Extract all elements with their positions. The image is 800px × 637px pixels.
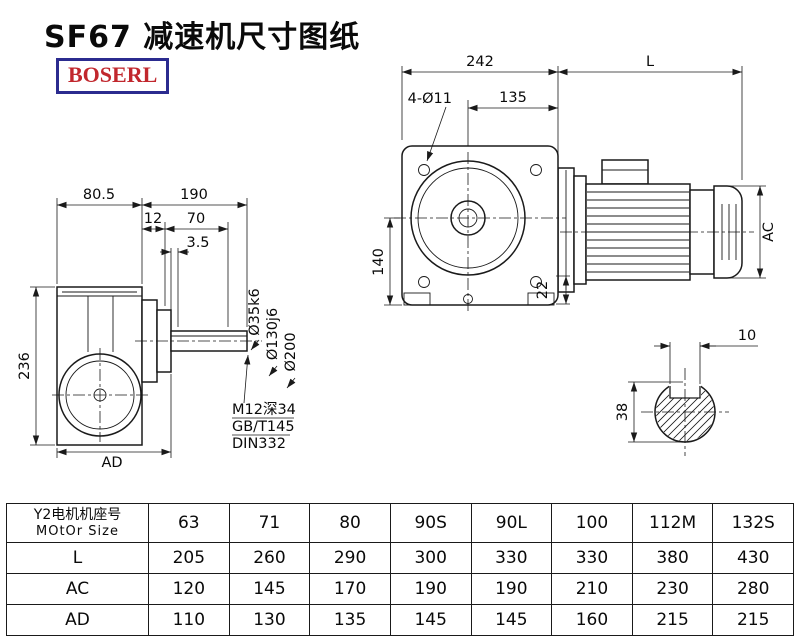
- table-cell: 145: [389, 604, 472, 636]
- motor-fins: [587, 191, 689, 273]
- holes-leader: [426, 106, 447, 162]
- table-cell: 130: [228, 604, 311, 636]
- table-row: AD 110 130 135 145 145 160 215 215: [6, 604, 794, 636]
- table-cell: 215: [712, 604, 794, 636]
- table-cell: 330: [551, 542, 633, 574]
- row-label-cell: AC: [6, 573, 149, 605]
- table-cell: 100: [551, 503, 633, 543]
- table-cell: 230: [631, 573, 714, 605]
- table-header-cell: Y2电机机座号 MOtOr Size: [6, 503, 149, 543]
- left-foot: [403, 292, 431, 306]
- table-cell: 145: [228, 573, 311, 605]
- flange-diameter-label: Ø200: [283, 332, 299, 371]
- dim-3_5-label: 3.5: [186, 235, 209, 251]
- table-cell: 170: [309, 573, 391, 605]
- corner-bolt-holes: [418, 164, 542, 288]
- page-title: SF67 减速机尺寸图纸: [44, 20, 361, 55]
- motor-size-header-en: MOtOr Size: [36, 523, 119, 539]
- table-cell: 380: [631, 542, 714, 574]
- table-cell: 215: [631, 604, 714, 636]
- table-cell: 110: [148, 604, 230, 636]
- table-cell: 63: [148, 503, 230, 543]
- top-extension-lines: [401, 66, 743, 180]
- right-foot: [527, 292, 555, 306]
- dim-70-label: 70: [187, 211, 205, 227]
- dim-L-label: L: [646, 54, 654, 70]
- section-hatching: [656, 383, 714, 441]
- notes-leader: [243, 354, 251, 404]
- table-cell: 205: [148, 542, 230, 574]
- note-tap-label: M12深34: [232, 401, 296, 418]
- table-cell: 145: [470, 604, 553, 636]
- dim-190-label: 190: [180, 187, 208, 203]
- holes-label: 4-Ø11: [408, 91, 452, 107]
- ext-236: [30, 286, 55, 446]
- dim-AD-label: AD: [101, 455, 122, 471]
- table-cell: 135: [309, 604, 391, 636]
- table-cell: 260: [228, 542, 311, 574]
- table-row: AC 120 145 170 190 190 210 230 280: [6, 573, 794, 605]
- spigot-diameter-label: Ø130j6: [265, 308, 281, 360]
- table-cell: 160: [551, 604, 633, 636]
- spigot-diameter-leader: [268, 365, 278, 377]
- motor-size-table: Y2电机机座号 MOtOr Size 63 71 80 90S 90L 100 …: [6, 503, 794, 636]
- side-dimensions: 80.5 190 12 70 3.5 236 AD Ø35k6 Ø130j6 Ø…: [17, 187, 299, 471]
- table-cell: 300: [389, 542, 472, 574]
- table-cell: 132S: [712, 503, 794, 543]
- table-cell: 280: [712, 573, 794, 605]
- note-std1-label: GB/T145: [232, 419, 295, 435]
- shaft-end-centerlines: [641, 368, 729, 456]
- technical-drawing: 242 L 135 4-Ø11 140 22 AC 80.5 190: [17, 54, 777, 471]
- table-cell: 210: [551, 573, 633, 605]
- dim-AC-label: AC: [761, 222, 777, 242]
- flange-diameter-leader: [286, 377, 296, 389]
- dim-10-label: 10: [738, 328, 756, 344]
- side-view: [52, 286, 262, 446]
- table-cell: 71: [228, 503, 311, 543]
- table-cell: 190: [470, 573, 553, 605]
- row-label-cell: L: [6, 542, 149, 574]
- table-cell: 90S: [389, 503, 472, 543]
- dim-12-label: 12: [144, 211, 162, 227]
- table-cell: 90L: [470, 503, 553, 543]
- table-cell: 190: [389, 573, 472, 605]
- table-cell: 430: [712, 542, 794, 574]
- table-row: Y2电机机座号 MOtOr Size 63 71 80 90S 90L 100 …: [6, 503, 794, 543]
- side-extension-lines: [56, 198, 248, 327]
- table-cell: 290: [309, 542, 391, 574]
- dim-242-label: 242: [466, 54, 494, 70]
- dim-140-label: 140: [371, 248, 387, 276]
- side-centerlines: [52, 340, 262, 442]
- motor-size-header-cn: Y2电机机座号: [33, 506, 122, 523]
- housing-side-lines: [57, 291, 142, 352]
- table-row: L 205 260 290 300 330 330 380 430: [6, 542, 794, 574]
- dim-80_5-label: 80.5: [83, 187, 115, 203]
- dim-236-label: 236: [17, 352, 33, 380]
- shaft-diameter-leader: [250, 339, 260, 351]
- table-cell: 330: [470, 542, 553, 574]
- dim-22-label: 22: [535, 281, 551, 299]
- table-cell: 120: [148, 573, 230, 605]
- row-label-cell: AD: [6, 604, 149, 636]
- motor-terminal-box: [601, 159, 649, 185]
- brand-logo: BOSERL: [56, 58, 170, 94]
- dim-135-label: 135: [499, 90, 527, 106]
- front-centerlines: [394, 152, 754, 312]
- table-cell: 80: [309, 503, 391, 543]
- front-view: [394, 145, 754, 312]
- dim-38-label: 38: [615, 403, 631, 421]
- front-dimensions: 242 L 135 4-Ø11 140 22 AC: [371, 54, 777, 306]
- motor-flange-plate: [573, 175, 587, 285]
- tapped-hole-notes: M12深34 GB/T145 DIN332: [232, 354, 296, 452]
- shaft-diameter-label: Ø35k6: [247, 288, 263, 336]
- shaft-end-view: 10 38: [615, 328, 758, 456]
- table-cell: 112M: [631, 503, 714, 543]
- note-std2-label: DIN332: [232, 436, 286, 452]
